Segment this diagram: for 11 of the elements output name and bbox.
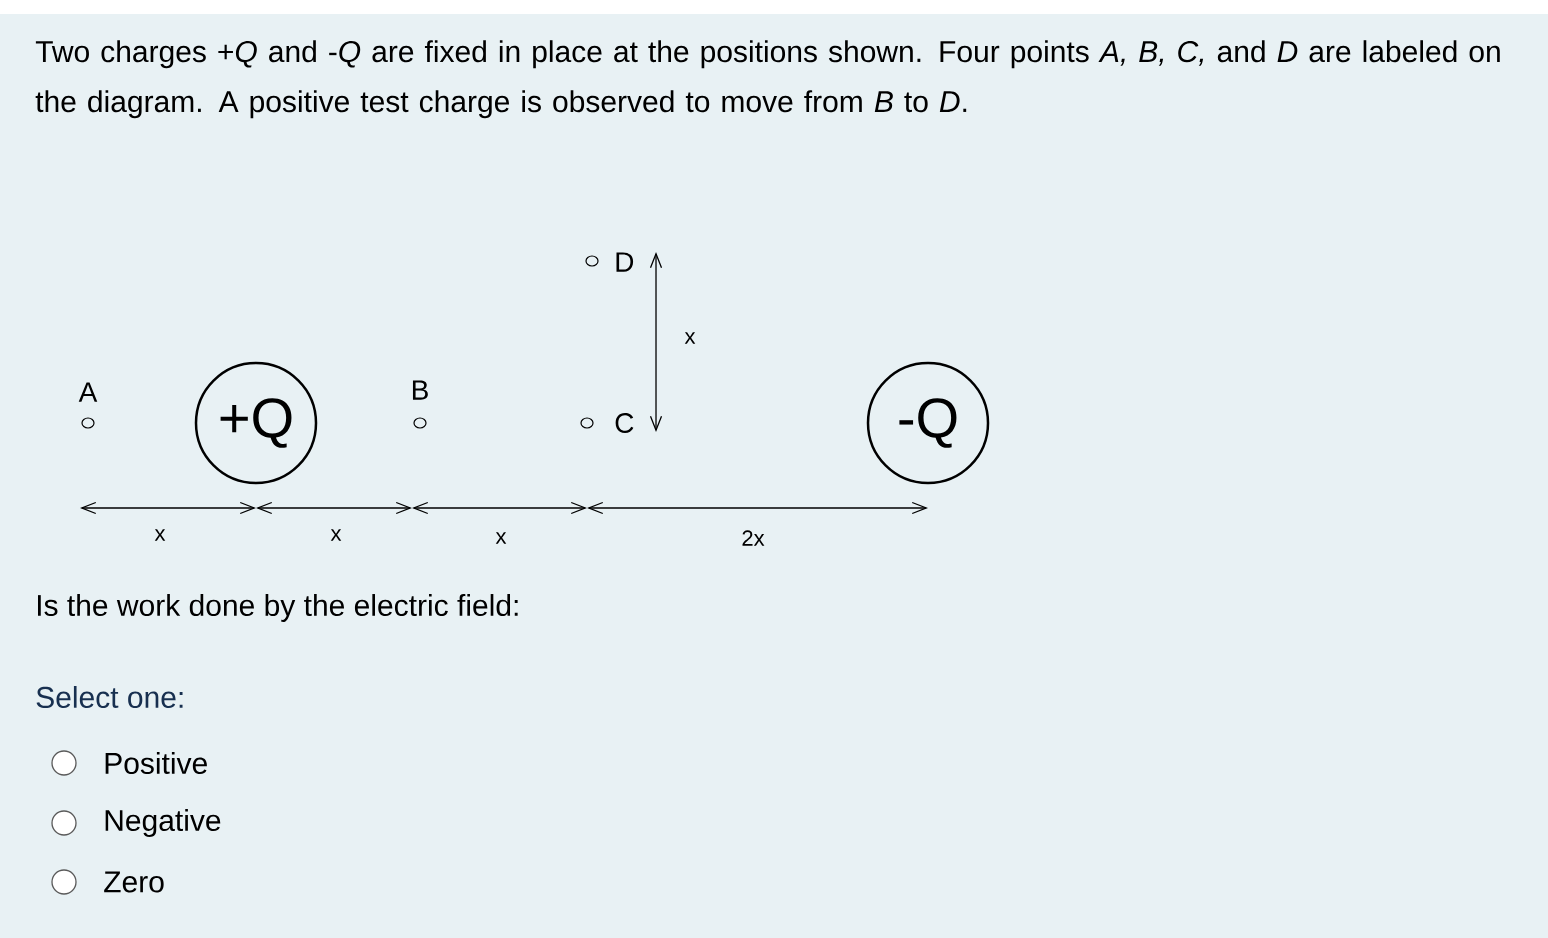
option-text: Negative — [105, 809, 221, 837]
dimension-label: x — [154, 529, 166, 541]
option-text: Zero — [104, 871, 164, 893]
prompt-text: Is the work done by the electric field: — [38, 594, 518, 622]
dimension-label: x — [495, 532, 507, 544]
dimension-label: x — [330, 529, 342, 541]
dimension-label: x — [684, 332, 696, 344]
dimension-label: 2x — [742, 530, 765, 546]
instruction-text: Select one: — [36, 686, 183, 709]
option-text: Positive — [105, 752, 207, 775]
question-text: Two charges +Q and -Q are fixed in place at the positions shown. Four points A, B, C, and D are labeled on the diagram. A positive test charge is observed to move from B to D. — [35, 40, 1500, 119]
